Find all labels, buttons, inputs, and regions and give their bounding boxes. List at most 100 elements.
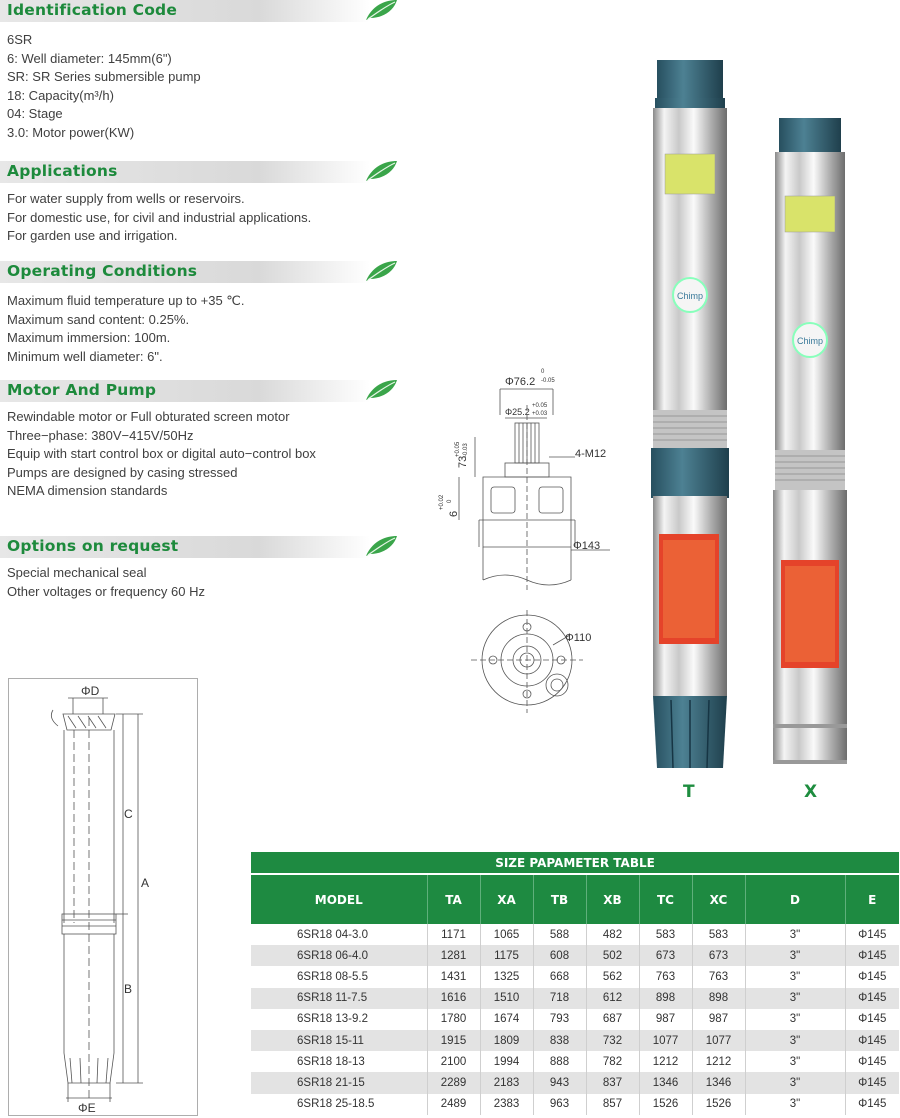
table-cell: 673 — [639, 945, 693, 967]
table-cell: 6SR18 04-3.0 — [251, 924, 428, 946]
table-cell: 562 — [586, 966, 640, 988]
table-cell: 718 — [533, 987, 587, 1009]
operating-conditions-header: Operating Conditions — [0, 261, 398, 283]
table-cell: 987 — [692, 1008, 746, 1030]
text-line: 6SR — [7, 32, 33, 47]
dim-h2: 6 — [448, 511, 460, 517]
table-cell: 1616 — [427, 987, 481, 1009]
table-cell: 837 — [586, 1072, 640, 1094]
table-cell: 583 — [692, 924, 746, 946]
col-header: E — [845, 874, 899, 924]
pump-x-image: Chimp — [773, 118, 847, 764]
dim-h2-tol-top: +0.02 — [439, 494, 445, 510]
section-title: Applications — [7, 162, 118, 180]
table-title: SIZE PAPAMETER TABLE — [251, 852, 899, 875]
table-cell: 2489 — [427, 1093, 481, 1115]
text-line: For water supply from wells or reservoir… — [7, 191, 245, 206]
col-header: XC — [692, 874, 746, 924]
text-line: For garden use and irrigation. — [7, 228, 178, 244]
table-cell: 2289 — [427, 1072, 481, 1094]
table-cell: 763 — [692, 966, 746, 988]
leaf-icon — [366, 261, 397, 281]
pump-x-label: X — [804, 782, 818, 802]
section-title: Operating Conditions — [7, 262, 198, 280]
text-line: 6: Well diameter: 145mm(6") — [7, 50, 172, 66]
dim-D: ΦD — [81, 684, 100, 698]
table-cell: 763 — [639, 966, 693, 988]
table-cell: 668 — [533, 966, 587, 988]
table-cell: 3" — [745, 1029, 846, 1052]
table-cell: 3" — [745, 1008, 846, 1030]
table-cell: 1809 — [480, 1029, 534, 1052]
table-cell: 3" — [745, 924, 846, 946]
table-cell: 6SR18 18-13 — [251, 1051, 428, 1073]
dim-A: A — [141, 876, 149, 890]
text-line: Special mechanical seal — [7, 565, 147, 580]
table-cell: 732 — [586, 1029, 640, 1052]
table-cell: 583 — [639, 924, 693, 946]
table-cell: 1077 — [692, 1029, 746, 1052]
size-parameter-table: SIZE PAPAMETER TABLE MODEL TA XA TB XB T… — [251, 852, 899, 1115]
col-header: XB — [586, 874, 640, 924]
text-line: Pumps are designed by casing stressed — [7, 464, 238, 480]
table-cell: 793 — [533, 1008, 587, 1030]
table-cell: 963 — [533, 1093, 587, 1115]
table-cell: Φ145 — [858, 1098, 887, 1111]
applications-lines: For water supply from wells or reservoir… — [7, 190, 311, 246]
motor-pump-header: Motor And Pump — [0, 380, 398, 402]
table-cell: 857 — [586, 1093, 640, 1115]
table-cell: 1780 — [427, 1008, 481, 1030]
leaf-icon — [366, 0, 397, 20]
dim-d1: Φ76.2 — [505, 376, 535, 388]
dim-C: C — [124, 807, 133, 821]
pump-t-image: Chimp — [651, 60, 729, 769]
table-cell: 608 — [533, 945, 587, 967]
table-cell: 1526 — [692, 1093, 746, 1115]
table-cell: 1346 — [639, 1072, 693, 1094]
dim-E: ΦE — [78, 1101, 96, 1115]
section-title: Identification Code — [7, 1, 178, 19]
table-cell: Φ145 — [845, 1072, 899, 1094]
table-cell: 3" — [745, 1093, 846, 1115]
table-cell: Φ145 — [858, 970, 887, 983]
dim-d1-tol-bot: -0.05 — [541, 378, 555, 384]
text-line: Rewindable motor or Full obturated scree… — [7, 409, 290, 424]
identification-code-header: Identification Code — [0, 0, 398, 22]
text-line: Equip with start control box or digital … — [7, 446, 316, 462]
applications-header: Applications — [0, 161, 398, 183]
text-line: Maximum sand content: 0.25%. — [7, 311, 190, 327]
options-header: Options on request — [0, 536, 398, 558]
table-cell: 3" — [745, 945, 846, 967]
col-header: TC — [639, 874, 693, 924]
flange-drawing: Φ76.2 0 -0.05 Φ25.2 +0.05 +0.03 73 +0.05… — [439, 369, 610, 713]
table-cell: 1281 — [427, 945, 481, 967]
table-cell: 482 — [586, 924, 640, 946]
table-cell: 673 — [692, 945, 746, 967]
table-cell: 1994 — [480, 1051, 534, 1073]
table-cell: 1510 — [480, 987, 534, 1009]
table-cell: 6SR18 11-7.5 — [251, 987, 428, 1009]
text-line: NEMA dimension standards — [7, 483, 168, 499]
table-cell: 1065 — [480, 924, 534, 946]
col-header: TA — [427, 874, 481, 924]
dim-h1-tol-bot: -0.03 — [463, 443, 469, 457]
table-cell: 1077 — [639, 1029, 693, 1052]
pump-t-label: T — [683, 782, 695, 802]
section-title: Options on request — [7, 537, 179, 555]
operating-lines: Maximum fluid temperature up to +35 ℃. M… — [7, 292, 245, 366]
table-cell: Φ145 — [858, 928, 887, 941]
table-cell: 898 — [692, 987, 746, 1009]
table-cell: 2183 — [480, 1072, 534, 1094]
dim-h1: 73 — [457, 456, 469, 468]
text-line: Maximum fluid temperature up to +35 ℃. — [7, 293, 245, 308]
dim-d2: Φ25.2 — [505, 407, 530, 417]
table-cell: Φ145 — [858, 1013, 887, 1026]
dim-bolt: 4-M12 — [575, 448, 606, 460]
